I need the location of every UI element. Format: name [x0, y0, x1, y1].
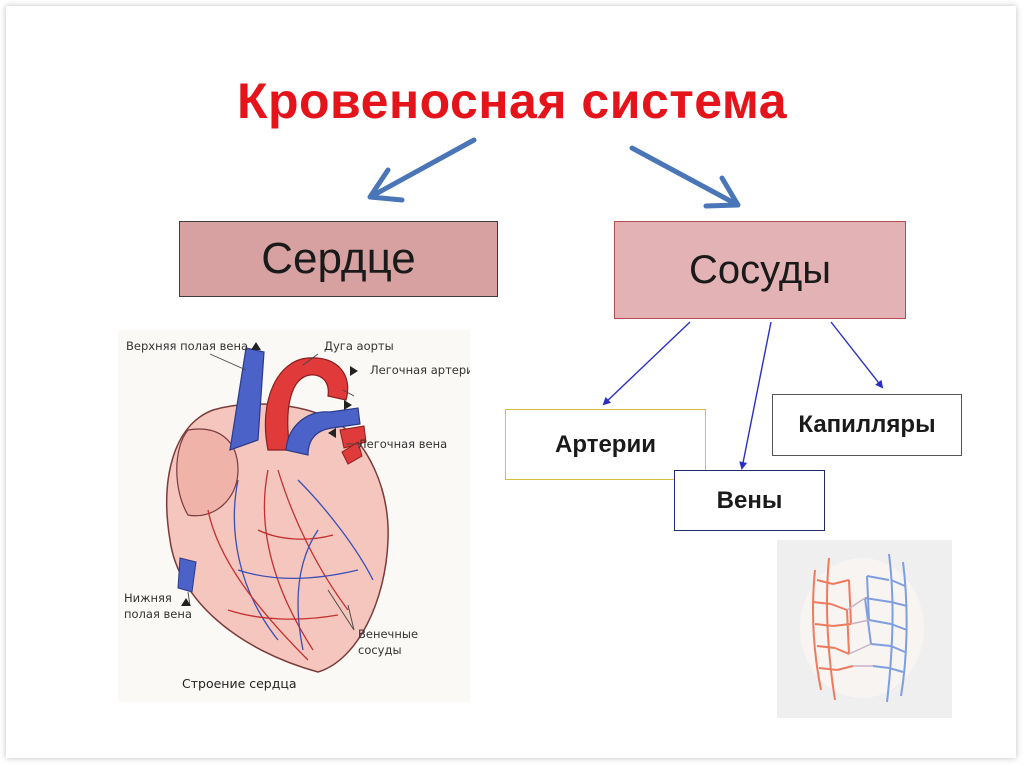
heart-figure-caption: Строение сердца	[182, 676, 297, 691]
label-pulmonary-artery: Легочная артерия	[370, 363, 470, 377]
vessels-box-label: Сосуды	[689, 247, 831, 292]
label-inferior-vena-cava-2: полая вена	[124, 607, 192, 621]
arrow-title-to-heart	[367, 137, 477, 203]
vessels-box: Сосуды	[614, 221, 906, 319]
capillaries-box: Капилляры	[772, 394, 962, 456]
arrow-to-arteries	[602, 321, 691, 406]
veins-box-label: Вены	[716, 486, 783, 514]
arteries-box: Артерии	[505, 409, 706, 480]
label-inferior-vena-cava-1: Нижняя	[124, 591, 172, 605]
capillaries-box-label: Капилляры	[798, 411, 936, 438]
label-superior-vena-cava: Верхняя полая вена	[126, 339, 248, 353]
heart-box: Сердце	[179, 221, 498, 297]
arrow-title-to-vessels	[629, 145, 741, 209]
label-aortic-arch: Дуга аорты	[324, 339, 394, 353]
slide-title: Кровеносная система	[236, 73, 788, 129]
heart-illustration: Верхняя полая вена Дуга аорты Легочная а…	[118, 330, 470, 702]
label-coronary-vessels-1: Венечные	[358, 627, 418, 641]
capillary-network-illustration	[777, 540, 952, 718]
arteries-box-label: Артерии	[555, 430, 656, 458]
arrow-to-capillaries	[830, 321, 884, 389]
arrow-to-veins	[739, 321, 772, 470]
heart-box-label: Сердце	[261, 234, 416, 283]
label-pulmonary-vein: Легочная вена	[358, 437, 447, 451]
veins-box: Вены	[674, 470, 825, 531]
label-coronary-vessels-2: сосуды	[358, 643, 402, 657]
